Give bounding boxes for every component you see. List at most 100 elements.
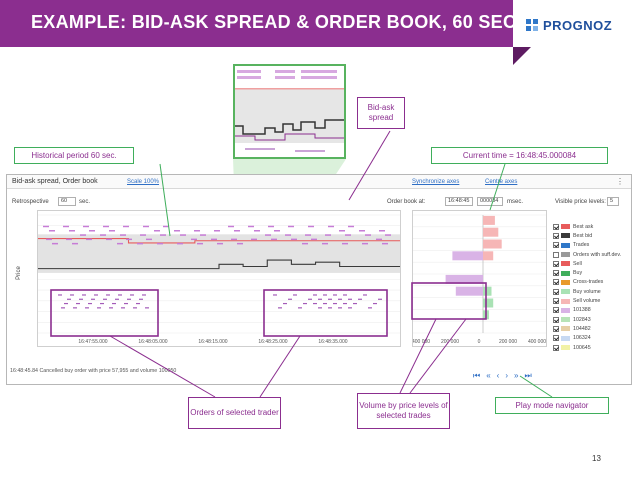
legend-item[interactable]: 100645 (553, 343, 631, 352)
order-marker (106, 238, 112, 241)
legend-item[interactable]: Trades (553, 241, 631, 250)
title-banner (0, 0, 513, 47)
order-marker (67, 298, 71, 300)
legend-checkbox[interactable] (553, 232, 559, 239)
legend-label: Sell (573, 260, 582, 267)
legend-item[interactable]: Best bid (553, 231, 631, 240)
legend-item[interactable]: Sell volume (553, 296, 631, 305)
callout-play-mode-navigator: Play mode navigator (495, 397, 609, 414)
order-book-usec-input[interactable]: 000084 (477, 197, 503, 206)
retrospective-unit: sec. (79, 199, 91, 205)
callout-historical-period: Historical period 60 sec. (14, 147, 134, 164)
legend-checkbox[interactable] (553, 223, 559, 230)
legend-checkbox[interactable] (553, 270, 559, 277)
legend-checkbox[interactable] (553, 316, 559, 323)
order-marker (323, 302, 327, 305)
legend-checkbox[interactable] (553, 251, 559, 258)
order-marker (353, 302, 357, 305)
legend-label: Orders with suff.dev. (573, 251, 622, 258)
legend-checkbox[interactable] (553, 335, 559, 342)
synchronize-axes-link[interactable]: Synchronize axes (412, 179, 460, 185)
legend-swatch (561, 345, 570, 350)
legend-item[interactable]: 102843 (553, 315, 631, 324)
legend-swatch (561, 224, 570, 230)
legend-item[interactable]: Buy volume (553, 287, 631, 296)
order-marker (365, 234, 371, 236)
order-marker (180, 234, 186, 236)
scale-link[interactable]: Scale 100% (127, 179, 160, 185)
legend-checkbox[interactable] (553, 298, 559, 305)
nav-button-2[interactable]: ‹ (496, 371, 500, 380)
order-marker (64, 302, 68, 305)
legend-item[interactable]: Sell (553, 259, 631, 268)
legend-item[interactable]: 101388 (553, 306, 631, 315)
spread-zoom-inset (233, 64, 346, 159)
order-book-time-input[interactable]: 16:48:45 (445, 197, 473, 206)
order-marker (120, 234, 126, 236)
legend-item[interactable]: Best ask (553, 222, 631, 231)
legend-checkbox[interactable] (553, 279, 559, 286)
legend-item[interactable]: Orders with suff.dev. (553, 250, 631, 259)
retrospective-input[interactable]: 60 (58, 197, 76, 206)
sell-volume-bar (483, 227, 499, 237)
order-marker (94, 294, 98, 296)
x-tick-label: 16:47:55.000 (78, 339, 107, 345)
order-marker (115, 298, 119, 300)
legend-label: Cross-trades (573, 279, 604, 286)
order-marker (362, 242, 368, 245)
spread-chart-svg[interactable]: $7.995$7.99$7.985$7.98$7.975$7.97$7.965$… (38, 211, 400, 346)
legend-checkbox[interactable] (553, 344, 559, 351)
callout-volume-by-price: Volume by price levels of selected trade… (357, 393, 450, 429)
legend-checkbox[interactable] (553, 288, 559, 295)
order-marker (88, 302, 92, 305)
order-marker (328, 298, 332, 300)
order-marker (76, 302, 80, 305)
order-marker (86, 238, 92, 241)
order-book-at-label: Order book at: (387, 199, 426, 205)
order-marker (285, 234, 291, 236)
order-marker (358, 298, 362, 300)
order-marker (73, 307, 77, 309)
order-marker (69, 230, 75, 232)
legend-swatch (561, 298, 570, 304)
order-marker (343, 302, 347, 305)
order-marker (160, 234, 166, 236)
order-marker (142, 294, 146, 296)
nav-button-5[interactable]: ⏭ (524, 371, 532, 380)
spread-chart[interactable]: $7.995$7.99$7.985$7.98$7.975$7.97$7.965$… (37, 210, 401, 347)
nav-button-4[interactable]: » (514, 371, 519, 380)
legend-checkbox[interactable] (553, 260, 559, 267)
order-marker (80, 234, 86, 236)
order-marker (49, 230, 55, 232)
legend-checkbox[interactable] (553, 325, 559, 332)
legend-checkbox[interactable] (553, 242, 559, 249)
order-marker (154, 230, 160, 232)
order-marker (191, 238, 197, 241)
legend-item[interactable]: Buy (553, 268, 631, 277)
nav-button-1[interactable]: « (486, 371, 491, 380)
order-marker (124, 302, 128, 305)
order-marker (293, 294, 297, 296)
buy-volume-bar (483, 310, 489, 320)
nav-button-3[interactable]: › (505, 371, 508, 380)
nav-button-0[interactable]: ⏮ (473, 371, 481, 380)
visible-levels-label: Visible price levels: (555, 199, 606, 205)
legend-label: Best bid (573, 232, 593, 239)
order-marker (123, 225, 129, 228)
legend-item[interactable]: Cross-trades (553, 278, 631, 287)
legend-item[interactable]: 104482 (553, 324, 631, 333)
order-marker (278, 307, 282, 309)
order-marker (378, 298, 382, 300)
order-marker (70, 294, 74, 296)
x-tick-label: 16:48:05.000 (138, 339, 167, 345)
visible-levels-input[interactable]: 5 (607, 197, 619, 206)
menu-dots-icon[interactable]: ⋮ (616, 177, 624, 186)
legend-checkbox[interactable] (553, 307, 559, 314)
legend-item[interactable]: 106324 (553, 334, 631, 343)
centre-axes-link[interactable]: Centre axes (485, 179, 518, 185)
order-marker (333, 302, 337, 305)
title-banner-fold (513, 47, 531, 65)
